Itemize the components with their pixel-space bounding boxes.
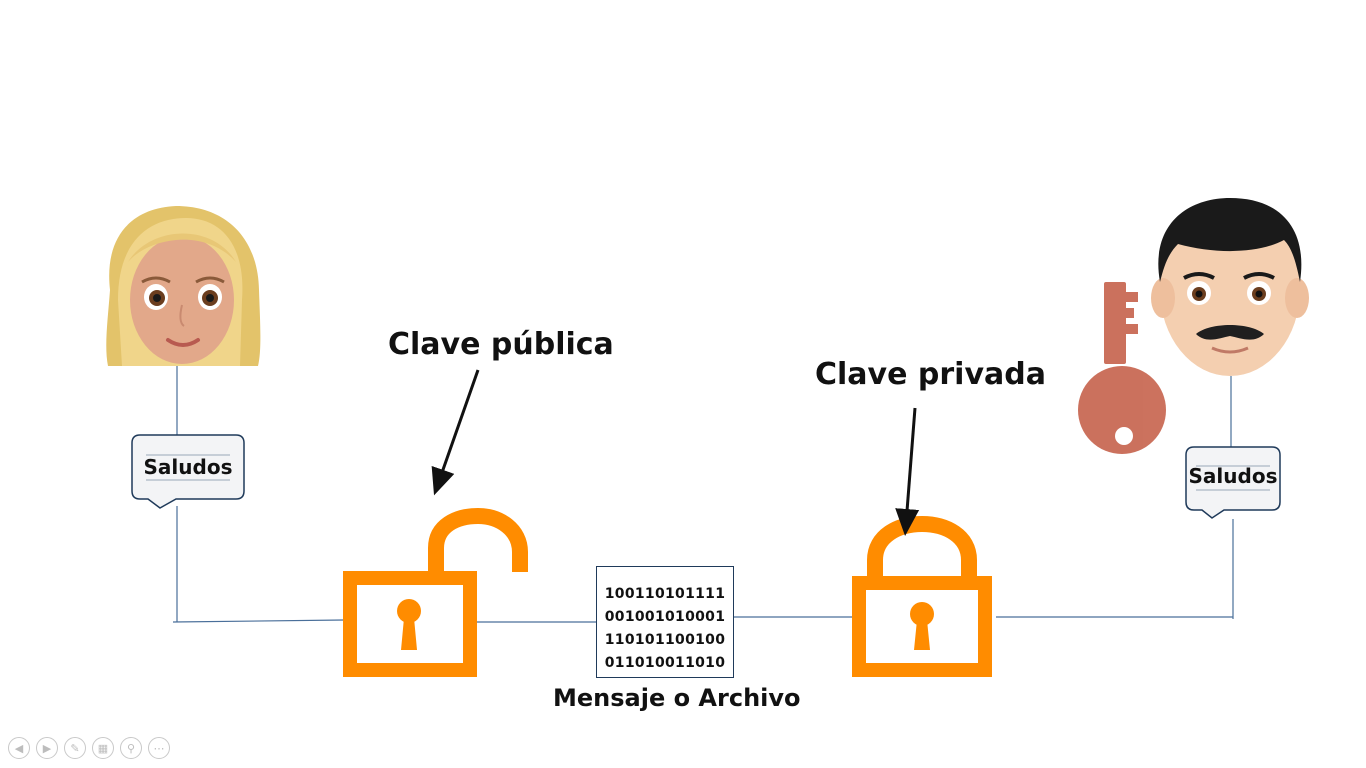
- arrow-public-key: [431, 369, 480, 496]
- private-key-label: Clave privada: [815, 357, 1046, 392]
- key-icon: [1078, 282, 1166, 454]
- slides-grid-icon[interactable]: ▦: [92, 737, 114, 759]
- more-icon[interactable]: ⋯: [148, 737, 170, 759]
- message-label: Mensaje o Archivo: [553, 684, 801, 712]
- binary-line: 110101100100: [604, 632, 726, 648]
- bubble-right-text: Saludos: [1188, 464, 1278, 488]
- slideshow-toolbar: ◀ ▶ ✎ ▦ ⚲ ⋯: [8, 737, 170, 759]
- bubble-left-text: Saludos: [143, 455, 233, 479]
- speech-bubble-right: [1185, 446, 1281, 519]
- pen-icon[interactable]: ✎: [64, 737, 86, 759]
- man-mustache-face-icon: [1151, 198, 1309, 376]
- next-icon[interactable]: ▶: [36, 737, 58, 759]
- arrow-private-key: [895, 407, 920, 536]
- previous-icon[interactable]: ◀: [8, 737, 30, 759]
- woman-blonde-face-icon: [106, 206, 261, 366]
- binary-line: 001001010001: [604, 609, 726, 625]
- public-key-label: Clave pública: [388, 327, 614, 362]
- speech-bubble-left: [131, 434, 245, 509]
- line-left-to-open-lock: [172, 619, 345, 623]
- binary-line: 100110101111: [604, 586, 726, 602]
- message-binary-box: 100110101111 001001010001 110101100100 0…: [596, 566, 734, 678]
- connector-lines: [172, 366, 1234, 623]
- locked-padlock-icon: [852, 515, 992, 677]
- binary-line: 011010011010: [604, 655, 726, 671]
- zoom-icon[interactable]: ⚲: [120, 737, 142, 759]
- unlocked-padlock-icon: [343, 507, 528, 677]
